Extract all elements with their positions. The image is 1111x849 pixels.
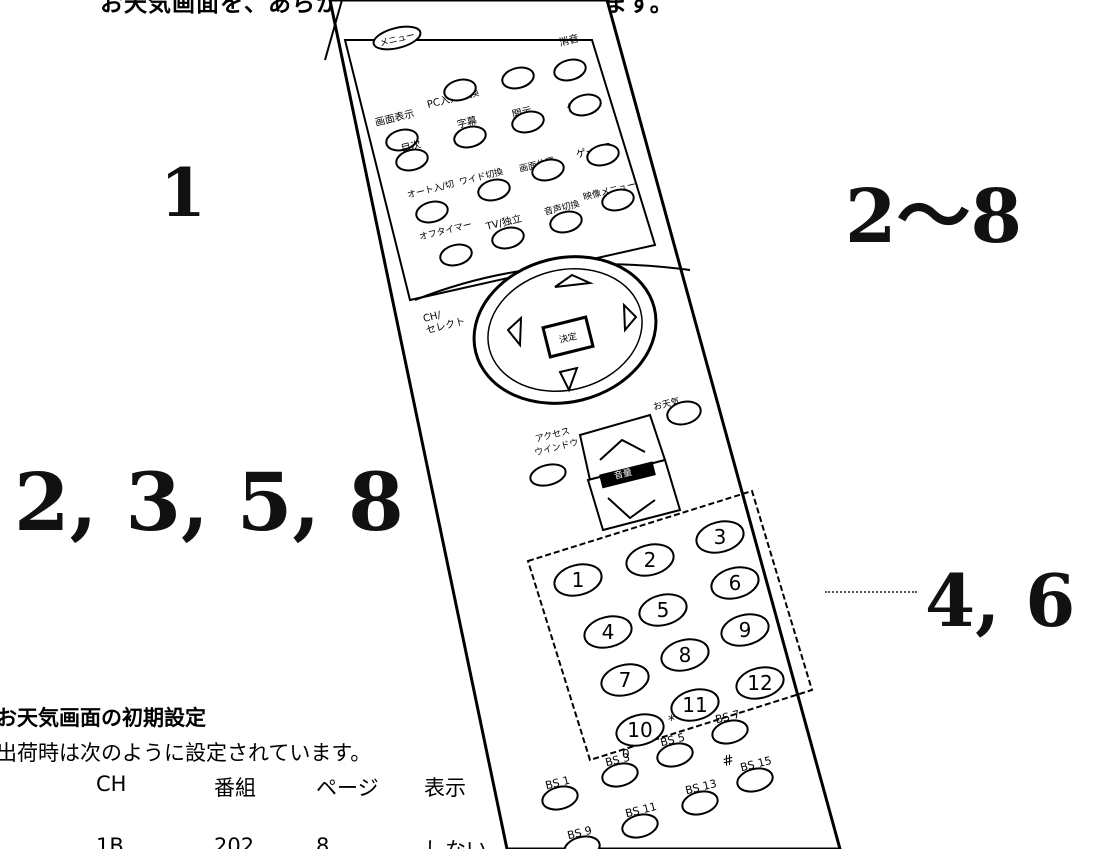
number-key-11[interactable]: 11 — [668, 685, 722, 726]
number-key-12[interactable]: 12 — [733, 663, 787, 704]
button-panel-upper — [343, 39, 657, 302]
bs-keys[interactable]: BS 1 BS 3 BS 5 BS 7 BS 9 BS 11 BS 13 BS 15 — [540, 708, 775, 849]
col-header-display: 表示 — [424, 776, 466, 800]
number-key-label: 8 — [679, 643, 692, 667]
number-key-label: 9 — [739, 618, 752, 642]
star-mark: * — [668, 713, 675, 729]
number-key-1[interactable]: 1 — [551, 560, 605, 601]
game-button[interactable]: ゲームP — [575, 141, 621, 169]
number-key-3[interactable]: 3 — [693, 517, 747, 558]
number-key-label: 7 — [619, 668, 632, 692]
bs-key-2[interactable]: BS 3 — [600, 751, 640, 790]
number-key-10[interactable]: 10 — [613, 710, 667, 751]
up-arrow-icon[interactable] — [554, 273, 594, 288]
cell-page: 8 — [316, 834, 330, 849]
hash-mark: # — [721, 752, 736, 770]
number-key-6[interactable]: 6 — [708, 563, 762, 604]
bs-key-4[interactable]: BS 7 — [710, 708, 750, 747]
col-header-program: 番組 — [214, 776, 256, 800]
section-title: お天気画面の初期設定 — [0, 706, 206, 730]
stop-button[interactable]: 停止 — [566, 91, 603, 118]
volume-rocker[interactable]: 音量 — [578, 413, 682, 532]
number-key-2[interactable]: 2 — [623, 540, 677, 581]
bs-key-7[interactable]: BS 13 — [680, 777, 720, 818]
step-label-46: 4, 6 — [925, 558, 1076, 643]
number-key-label: 11 — [682, 693, 707, 717]
step-label-2358: 2, 3, 5, 8 — [14, 455, 404, 549]
number-key-label: 12 — [747, 671, 772, 695]
bs-key-3[interactable]: BS 5 — [655, 731, 695, 770]
mute-button[interactable]: 消音 — [552, 31, 588, 83]
bs-key-8[interactable]: BS 15 — [735, 754, 775, 795]
number-key-label: 3 — [714, 525, 727, 549]
cell-ch: 1B — [96, 834, 124, 849]
number-key-label: 2 — [644, 548, 657, 572]
number-key-label: 10 — [627, 718, 652, 742]
bs-key-1[interactable]: BS 1 — [540, 774, 580, 813]
number-key-7[interactable]: 7 — [598, 660, 652, 701]
zero-mark: 0 — [622, 747, 630, 761]
numeric-pad-box — [526, 489, 814, 762]
cell-display: しない — [424, 834, 487, 849]
weather-button[interactable]: お天気 — [652, 395, 703, 428]
number-key-label: 4 — [602, 620, 615, 644]
number-key-5[interactable]: 5 — [636, 590, 690, 631]
bs-key-6[interactable]: BS 11 — [620, 800, 660, 841]
number-key-label: 5 — [657, 598, 670, 622]
bs-key-5[interactable]: BS 9 — [562, 824, 602, 849]
index-button[interactable]: 目次 — [394, 137, 430, 173]
number-key-4[interactable]: 4 — [581, 612, 635, 653]
number-key-8[interactable]: 8 — [658, 635, 712, 676]
down-arrow-icon[interactable] — [558, 366, 579, 393]
dpad[interactable]: 決定 — [458, 238, 671, 422]
number-key-label: 6 — [729, 571, 742, 595]
step-label-2-8: 2〜8 — [845, 174, 1022, 260]
remote-body — [328, 0, 842, 849]
reveal-button[interactable]: 開示 — [510, 104, 546, 135]
step-label-1: 1 — [160, 154, 206, 232]
volume-down-icon[interactable] — [607, 497, 656, 520]
col-header-page: ページ — [316, 776, 379, 800]
number-key-label: 1 — [572, 568, 585, 592]
blank-button[interactable] — [500, 64, 536, 91]
video-menu-button[interactable]: 映像メニュー — [582, 178, 637, 213]
menu-button[interactable]: メニュー — [371, 22, 422, 53]
section-description: 出荷時は次のように設定されています。 — [0, 741, 372, 765]
enter-button[interactable] — [541, 315, 595, 359]
right-arrow-icon[interactable] — [622, 302, 638, 333]
number-key-9[interactable]: 9 — [718, 610, 772, 651]
callout-line — [825, 591, 917, 593]
cell-program: 202 — [214, 834, 255, 849]
volume-up-icon[interactable] — [599, 438, 646, 461]
left-arrow-icon[interactable] — [506, 315, 523, 348]
col-header-ch: CH — [96, 772, 127, 796]
